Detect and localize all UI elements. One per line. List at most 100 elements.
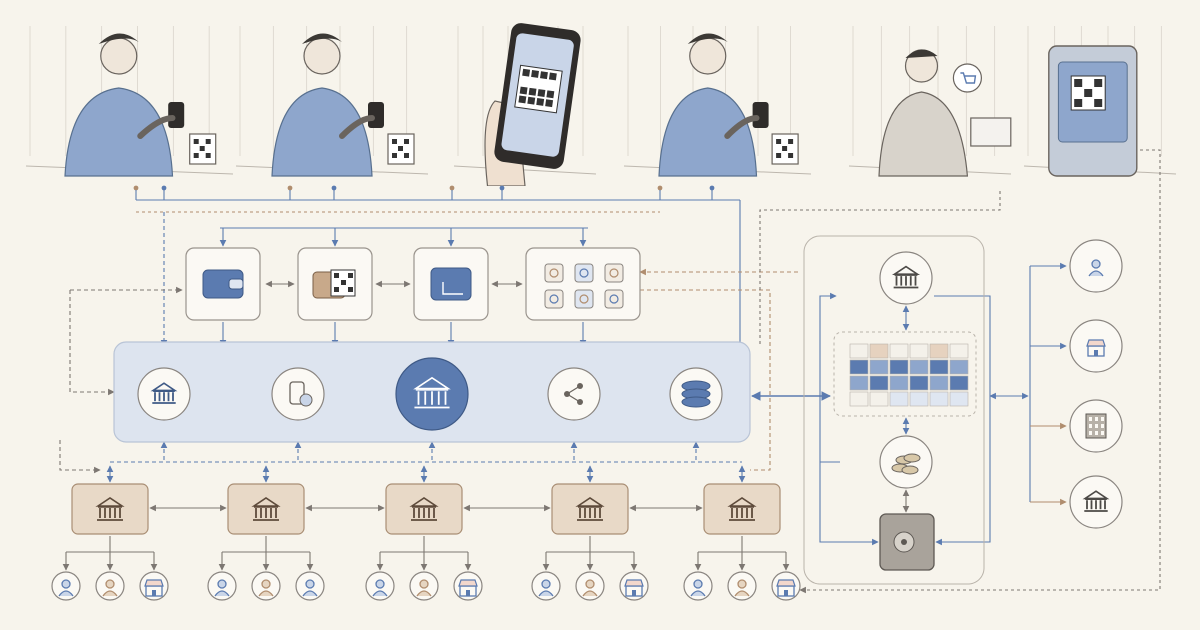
qr-cell: [782, 146, 788, 151]
ledger-cell: [889, 359, 909, 375]
qr-cell: [193, 139, 199, 144]
leaf-user-icon: [683, 571, 713, 601]
person-head: [419, 579, 429, 589]
ledger-cell: [889, 391, 909, 407]
share-icon: [566, 385, 581, 403]
app-tile-icon: [544, 263, 564, 283]
kiosk-return-loop: [799, 149, 1161, 594]
scene-tap-point: [161, 185, 167, 191]
leaf-support-agent-icon: [95, 571, 125, 601]
person-hair: [687, 33, 728, 44]
regional-node-regional-bank-3: [385, 483, 463, 535]
wallet-card-super-app-services: [525, 247, 641, 321]
app-glyph: [579, 268, 589, 278]
building-window: [1101, 424, 1104, 428]
ledger-cell: [849, 375, 869, 391]
person-shirt: [658, 87, 758, 177]
person-shirt: [271, 87, 373, 177]
building-window: [1089, 424, 1092, 428]
app-glyph: [579, 294, 589, 304]
coin-icon: [903, 453, 921, 463]
ledger-cell: [929, 375, 949, 391]
person-head: [737, 579, 747, 589]
person-body: [102, 590, 118, 597]
wallet-clasp: [228, 278, 244, 290]
qr-cell: [518, 95, 527, 104]
core-node-mobile-switch-node-ring: [271, 367, 325, 421]
leaf-user-icon: [251, 571, 281, 601]
qr-cell: [788, 139, 794, 144]
leaf-user-icon: [51, 571, 81, 601]
ledger-cell: [909, 343, 929, 359]
endpoint-endpoint-person: [1069, 239, 1123, 293]
qr-cell: [519, 86, 528, 95]
person-head: [305, 579, 315, 589]
ledger-cell: [849, 391, 869, 407]
bank-roof: [727, 497, 757, 507]
wallet-card-digital-wallet: [185, 247, 261, 321]
settlement-coin-reserves: [879, 435, 933, 489]
shop-door: [784, 590, 788, 596]
bank-roof: [891, 265, 921, 275]
qr-cell: [348, 273, 353, 278]
settlement-vault: [879, 513, 935, 571]
bank-roof: [409, 497, 439, 507]
person-body: [302, 590, 318, 597]
qr-cell: [348, 287, 353, 292]
qr-cell: [527, 96, 536, 105]
leaf-user-icon: [531, 571, 561, 601]
qr-cell: [528, 87, 537, 96]
cart-bubble: [952, 63, 983, 93]
scene-commuter-transit-gate-qr: [620, 6, 815, 186]
building-window: [1095, 424, 1098, 428]
qr-cell: [392, 139, 397, 144]
transfer-mark: [442, 282, 463, 295]
shop-awning: [624, 579, 644, 587]
endpoint-endpoint-bank: [1069, 475, 1123, 529]
phone-icon: [168, 102, 185, 128]
bank-roof: [413, 376, 451, 390]
person-head: [541, 579, 551, 589]
person-body: [734, 590, 750, 597]
building-window: [1101, 417, 1104, 421]
person-body: [416, 590, 432, 597]
regional-node-regional-bank-4: [551, 483, 629, 535]
person-hair: [98, 33, 139, 44]
ledger-cell: [949, 343, 969, 359]
regional-node-regional-bank-1: [71, 483, 149, 535]
leaf-user-icon: [409, 571, 439, 601]
person-body: [582, 590, 598, 597]
scene-tap-point: [657, 185, 663, 191]
settlement-grid-frame: [833, 331, 977, 417]
building-window: [1089, 417, 1092, 421]
leaf-support-agent-icon: [295, 571, 325, 601]
core-node-central-bank-hub: [395, 357, 469, 431]
person-head: [585, 579, 595, 589]
person-hair: [302, 33, 342, 44]
person-arm: [339, 115, 375, 139]
shop-door: [152, 590, 156, 596]
person-head: [261, 579, 271, 589]
bank-roof: [150, 382, 178, 392]
qr-cell: [341, 280, 346, 285]
person-hair: [905, 49, 938, 58]
qr-cell: [205, 153, 211, 158]
ledger-cell: [889, 375, 909, 391]
person-head: [1091, 259, 1101, 269]
settlement-settlement-bank: [879, 251, 933, 305]
scene-customer-scanning-counter-qr: [22, 6, 237, 186]
person-body: [258, 590, 274, 597]
coin-icon: [901, 465, 919, 475]
scene-hand-holding-phone-qr: [450, 6, 600, 187]
app-tile-icon: [604, 263, 624, 283]
qr-cell: [334, 273, 339, 278]
qr-cell: [546, 90, 555, 99]
regional-node-regional-bank-2: [227, 483, 305, 535]
qr-cell: [537, 89, 546, 97]
ledger-cell: [849, 343, 869, 359]
qr-cell: [205, 139, 211, 144]
ledger-cell: [929, 391, 949, 407]
qr-cell: [1094, 79, 1103, 87]
qr-cell: [193, 153, 199, 158]
